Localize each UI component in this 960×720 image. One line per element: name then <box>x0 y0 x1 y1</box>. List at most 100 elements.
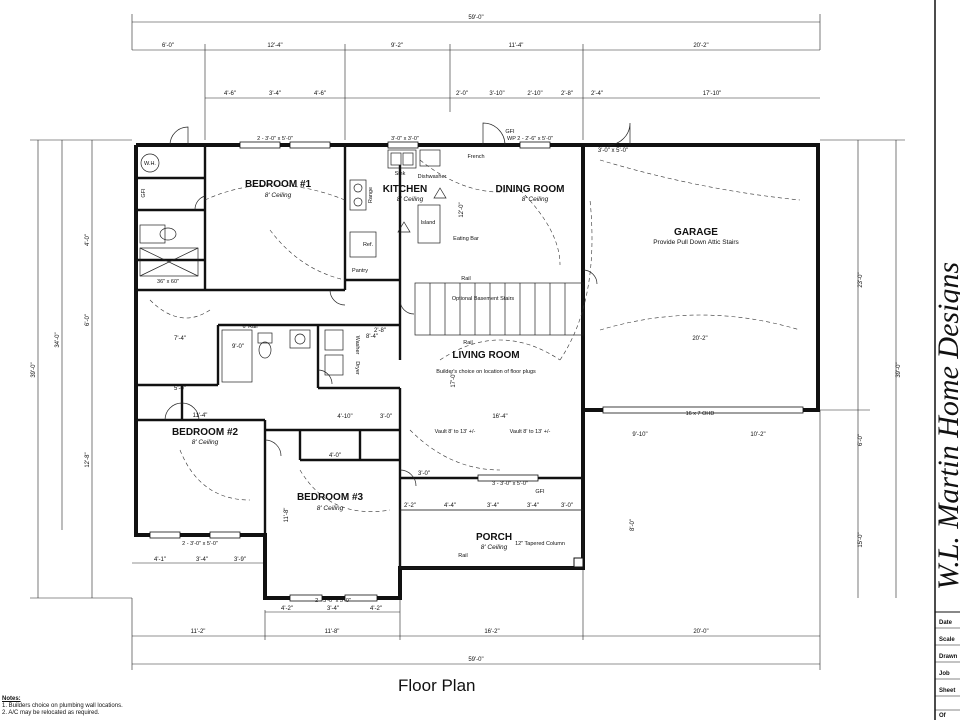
dim-bottom-total: 59'-0" <box>468 657 483 663</box>
dim-top-r2-6: 2'-10" <box>527 91 542 97</box>
dim-b3-bottom-2: 3'-4" <box>327 606 339 612</box>
ref-label: Ref. <box>363 242 374 248</box>
dim-side-a: 4'-0" <box>85 234 91 246</box>
shower-icon <box>139 247 199 277</box>
tub-icon <box>221 329 253 383</box>
room-garage-note: Provide Pull Down Attic Stairs <box>653 239 739 246</box>
garage-door-label: 3'-0" x 5'-0" <box>598 148 628 154</box>
dim-9-0: 9'-0" <box>232 344 244 350</box>
dim-4-10: 4'-10" <box>337 414 352 420</box>
dim-top-r2-4: 2'-0" <box>456 91 468 97</box>
dim-b3-bottom-3: 4'-2" <box>370 606 382 612</box>
dim-8-4: 8'-4" <box>366 334 378 340</box>
vault2-label: Vault 8' to 13' +/- <box>510 429 551 435</box>
dim-bottom-2: 11'-8" <box>325 629 340 635</box>
window-b3-label: 2 - 3'-0" x 5'-0" <box>315 598 351 604</box>
dim-11-8: 11'-8" <box>284 508 290 523</box>
dim-bottom-1: 11'-2" <box>191 629 206 635</box>
title-block: Date Scale Drawn Job Sheet Of W.L. Marti… <box>932 0 960 720</box>
washer-icon <box>324 329 344 351</box>
misc-labels: 2 - 3'-0" x 5'-0" 3'-0" x 3'-0" WP 2 - 2… <box>141 129 766 604</box>
dim-side-c: 12'-8" <box>85 452 91 467</box>
island-label: Island <box>421 220 436 226</box>
dim-top-2: 12'-4" <box>267 43 282 49</box>
vanity-icon <box>289 329 311 349</box>
dim-bottom-3: 16'-2" <box>484 629 499 635</box>
window-b1-label: 2 - 3'-0" x 5'-0" <box>257 136 293 142</box>
room-kitchen-ceiling: 8' Ceiling <box>397 196 424 203</box>
dim-garage-15: 15'-0" <box>858 532 864 547</box>
note-item-1: 1. Builders choice on plumbing wall loca… <box>2 703 123 709</box>
dim-lr-16-4: 16'-4" <box>492 414 507 420</box>
dim-depth-left: 34'-0" <box>55 332 61 347</box>
interior-walls <box>136 145 402 598</box>
island-icon <box>417 204 441 244</box>
room-living: LIVING ROOM <box>452 350 519 361</box>
top-dimension-lines: 59'-0" 6'-0" 12'-4" 9'-2" 11'-4" 20'-2" … <box>131 14 821 140</box>
room-bedroom2: BEDROOM #2 <box>172 427 239 438</box>
room-bedroom1-ceiling: 8' Ceiling <box>265 192 292 199</box>
range-icon <box>349 179 367 211</box>
window-lr-label: 3 - 3'-0" x 5'-0" <box>492 481 528 487</box>
dim-top-r2-5: 3'-10" <box>489 91 504 97</box>
side-dimension-lines: 39'-0" 34'-0" 4'-0" 6'-0" 12'-8" 23'-0" … <box>30 139 905 599</box>
note-item-2: 2. A/C may be relocated as required. <box>2 710 100 716</box>
dim-porch-1: 2'-2" <box>404 503 416 509</box>
tb-job: Job <box>939 671 950 677</box>
dim-depth-outer: 39'-0" <box>31 362 37 377</box>
dishwasher-icon <box>419 149 441 167</box>
water-heater-label: W.H. <box>144 161 156 167</box>
dim-b2-bottom-3: 3'-9" <box>234 557 246 563</box>
room-labels: BEDROOM #1 8' Ceiling KITCHEN 8' Ceiling… <box>172 179 740 551</box>
room-dining: DINING ROOM <box>496 184 565 195</box>
electrical-runs <box>149 159 801 512</box>
window-dining-label: WP 2 - 2'-6" x 5'-0" <box>507 136 553 142</box>
dim-top-4: 11'-4" <box>509 43 524 49</box>
room-garage: GARAGE <box>674 227 718 238</box>
toilet-hall-icon <box>257 332 273 344</box>
dim-top-r2-9: 17'-10" <box>703 91 722 97</box>
dishwasher-label: Dishwasher <box>418 174 447 180</box>
vault1-label: Vault 8' to 13' +/- <box>435 429 476 435</box>
gfi-label-2: GFI <box>505 129 515 135</box>
porch-rail-label: Rail <box>458 553 467 559</box>
room-porch: PORCH <box>476 532 512 543</box>
notes-heading: Notes: <box>2 696 21 702</box>
room-bedroom2-ceiling: 8' Ceiling <box>192 439 219 446</box>
room-kitchen: KITCHEN <box>383 184 427 195</box>
dim-b2-11-4: 11'-4" <box>193 413 208 419</box>
tub-label: 6' Rail <box>242 324 257 330</box>
tb-sheet: Sheet <box>939 688 955 694</box>
door-3-label: 3'-0" <box>418 471 430 477</box>
fixtures: W.H. 36" x 60" 6' Rail Washer Dryer Sink… <box>139 149 479 383</box>
tapered-column-icon <box>573 557 584 568</box>
basement-stairs: Optional Basement Stairs Rail Rail <box>414 276 584 346</box>
dim-top-1: 6'-0" <box>162 43 174 49</box>
pantry-label: Pantry <box>352 268 368 274</box>
dim-garage-6: 6'-0" <box>858 434 864 446</box>
dim-7-4: 7'-4" <box>174 336 186 342</box>
room-porch-ceiling: 8' Ceiling <box>481 544 508 551</box>
tb-date: Date <box>939 620 953 626</box>
room-dining-ceiling: 8' Ceiling <box>522 196 549 203</box>
tapered-column-label: 12" Tapered Column <box>515 541 565 547</box>
dim-5-0: 5'-0" <box>174 386 186 392</box>
dim-9-10: 9'-10" <box>632 432 647 438</box>
dryer-icon <box>324 354 344 376</box>
french-door-label: French <box>467 154 484 160</box>
ohd-label: 16 x 7 OHD <box>686 411 715 417</box>
dim-2-8: 2'-8" <box>374 328 386 334</box>
builder-choice-label: Builder's choice on location of floor pl… <box>436 369 536 375</box>
window-b2-label: 2 - 3'-0" x 5'-0" <box>182 541 218 547</box>
water-heater-icon <box>140 153 160 173</box>
sink-label: Sink <box>395 171 406 177</box>
dim-top-r2-1: 4'-6" <box>224 91 236 97</box>
dim-porch-4: 3'-4" <box>527 503 539 509</box>
dim-b2-bottom-1: 4'-1" <box>154 557 166 563</box>
dim-top-r2-3: 4'-6" <box>314 91 326 97</box>
gfi-label-1: GFI <box>141 188 147 198</box>
dim-total-top: 59'-0" <box>468 15 483 21</box>
dim-4-0: 4'-0" <box>329 453 341 459</box>
tb-drawn: Drawn <box>939 654 958 660</box>
